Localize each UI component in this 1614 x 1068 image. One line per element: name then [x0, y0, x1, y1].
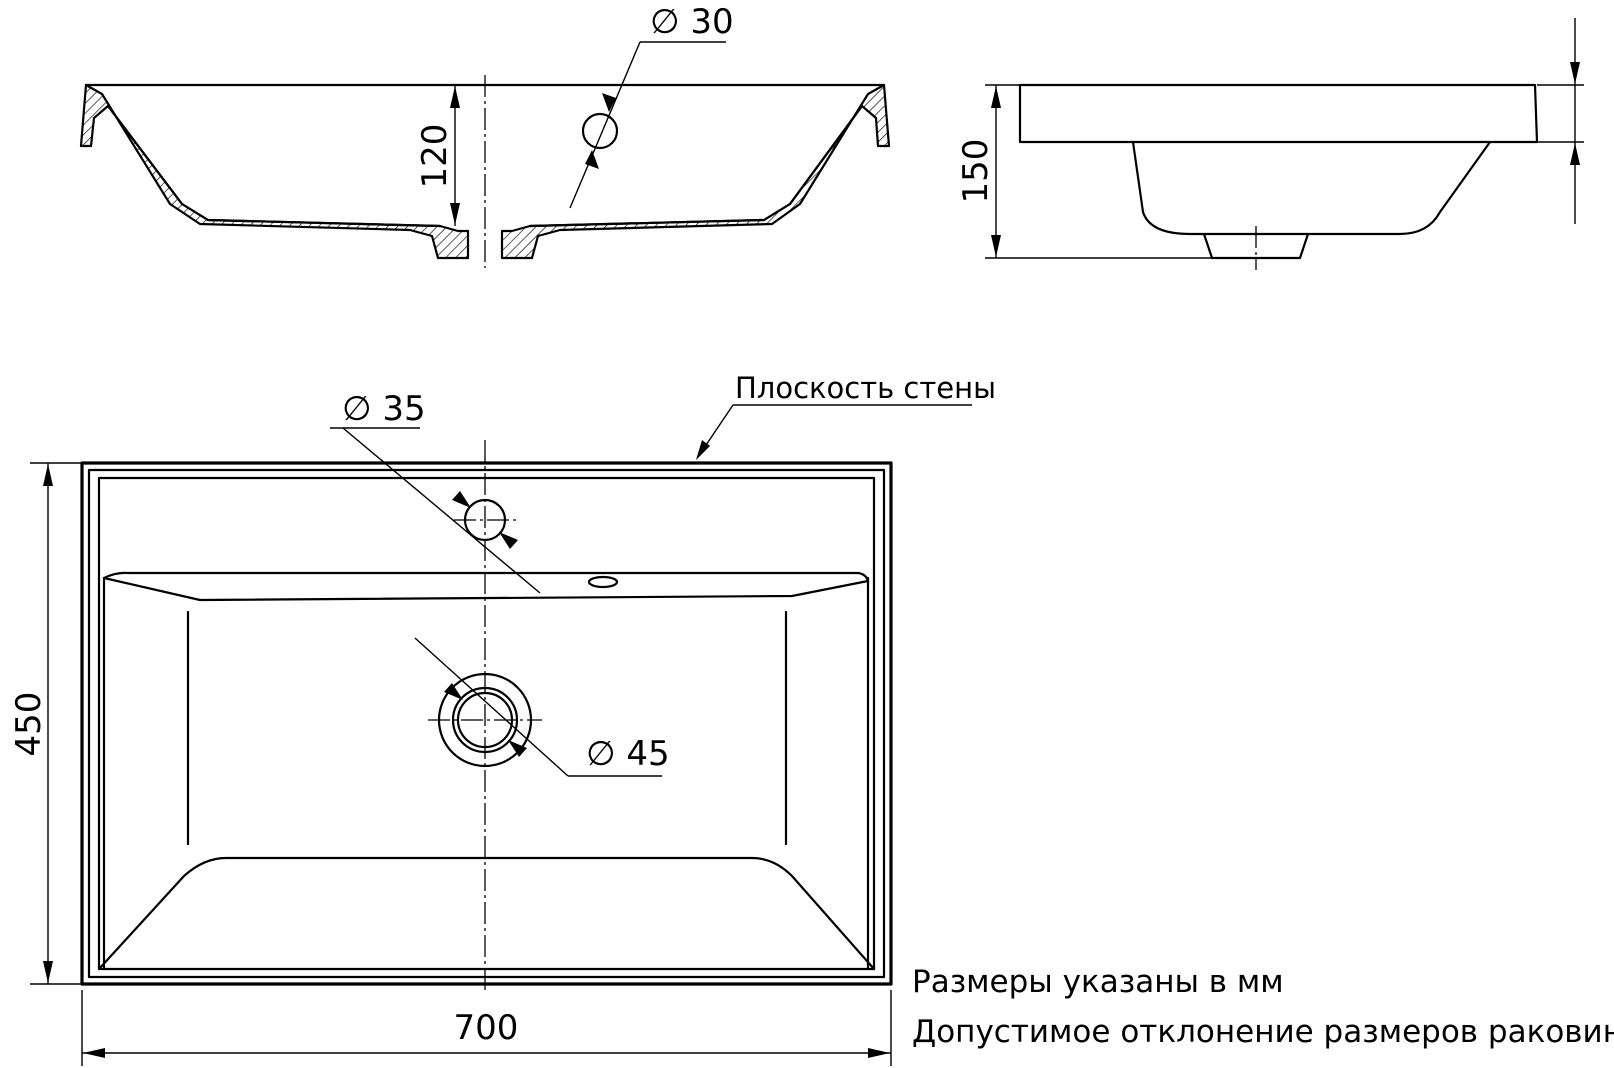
notes: Размеры указаны в мм Допустимое отклонен…: [912, 964, 1614, 1050]
side-height-label: 150: [956, 139, 996, 204]
tap-hole-leader: [342, 427, 541, 594]
tap-hole-diameter-label: ∅ 35: [342, 389, 426, 429]
top-plan-view: ∅ 35 ∅ 45 Плоскость стены 450 700: [9, 371, 996, 1066]
side-height-arrow-bottom: [991, 235, 1001, 257]
side-bowl: [1131, 140, 1492, 236]
plan-outer-edge: [80, 461, 893, 986]
plan-overflow-slot: [587, 575, 619, 589]
depth-arrow-top: [43, 464, 53, 486]
depth-label: 450: [9, 692, 49, 757]
drain-arrow-1: [444, 683, 463, 700]
units-note: Размеры указаны в мм: [912, 964, 1284, 1000]
drain-diameter-label: ∅ 45: [586, 734, 670, 774]
overflow-arrow-bottom: [585, 150, 599, 169]
front-section-view: ∅ 30 120: [79, 2, 891, 268]
plan-outer-edge-inner: [87, 468, 886, 979]
front-basin-outline: [106, 104, 864, 228]
side-drain: [1202, 232, 1310, 260]
front-right-wall-section: [500, 83, 891, 260]
wall-plane-label: Плоскость стены: [735, 371, 996, 405]
rim-arrow-bottom: [1570, 143, 1580, 165]
side-view: 150: [956, 18, 1584, 270]
basin-height-arrow-bottom: [450, 203, 460, 225]
overflow-hole: [581, 112, 619, 150]
drain-leader: [414, 637, 569, 777]
tap-hole-arrow-1: [452, 491, 471, 508]
plan-deck-outline: [97, 476, 876, 971]
overflow-diameter-label: ∅ 30: [650, 2, 734, 42]
plan-basin-front-slope: [97, 856, 876, 971]
rim-arrow-top: [1570, 62, 1580, 84]
tap-hole-arrow-2: [499, 532, 518, 549]
side-countertop: [1018, 83, 1539, 144]
side-height-arrow-top: [991, 86, 1001, 108]
overflow-arrow-top: [602, 93, 616, 112]
plan-basin-back-slope: [102, 571, 870, 602]
width-arrow-left: [83, 1048, 105, 1058]
tolerance-note: Допустимое отклонение размеров раковины …: [912, 1014, 1614, 1050]
basin-height-arrow-top: [450, 86, 460, 108]
width-label: 700: [454, 1008, 519, 1048]
basin-height-label: 120: [415, 124, 455, 189]
front-left-wall-section: [79, 83, 470, 260]
width-arrow-right: [868, 1048, 890, 1058]
drain-arrow-2: [508, 740, 527, 757]
depth-arrow-bottom: [43, 961, 53, 983]
wall-plane-arrow: [696, 440, 710, 460]
overflow-leader: [569, 41, 641, 209]
